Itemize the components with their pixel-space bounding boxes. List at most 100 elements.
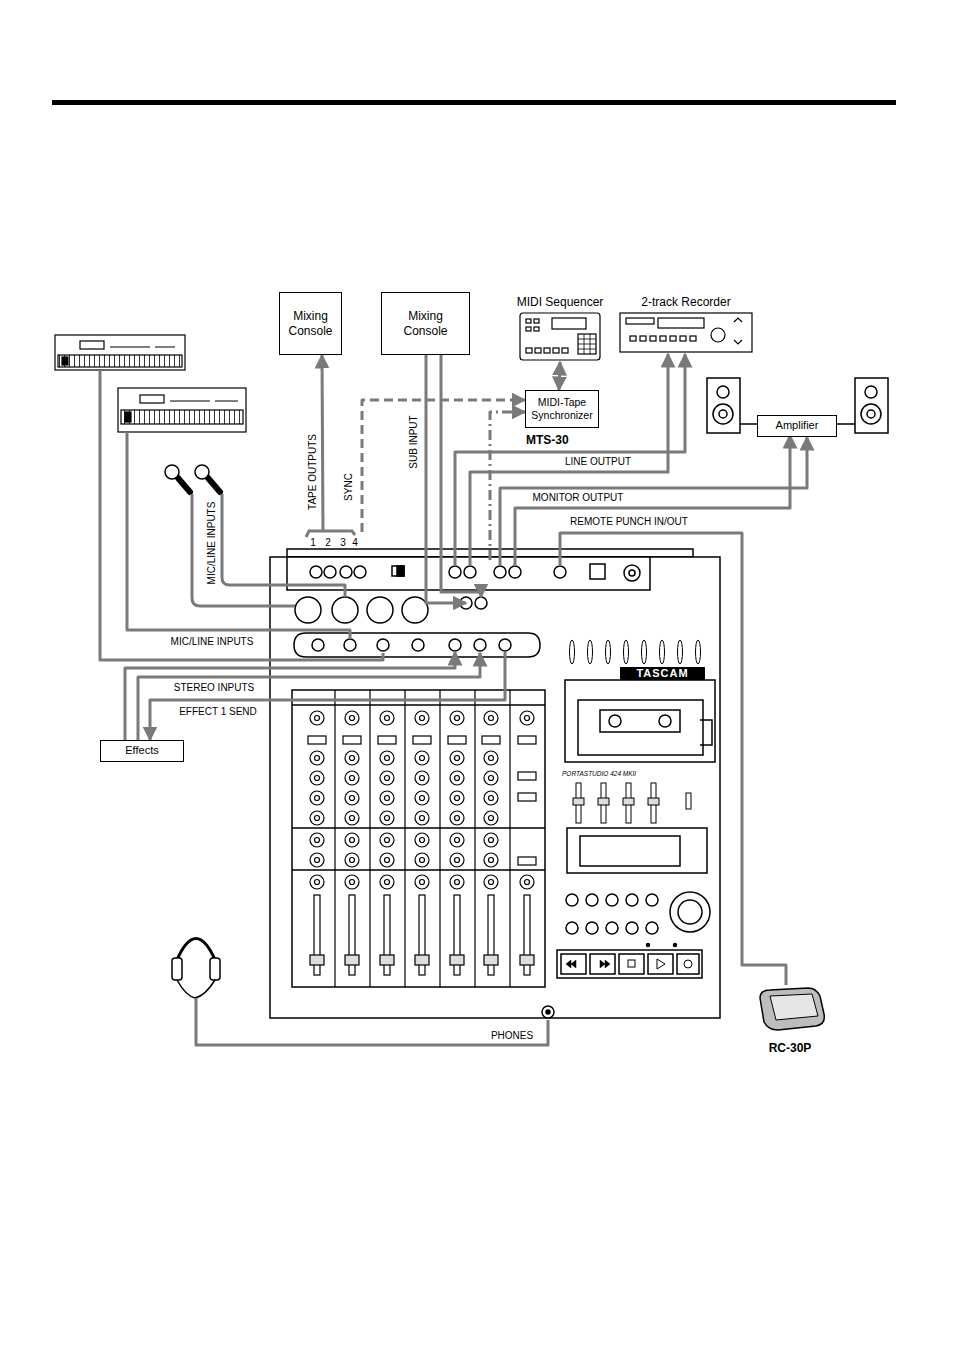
strip-divider — [439, 690, 440, 987]
strip-divider — [369, 690, 370, 987]
knob — [350, 796, 355, 801]
strip-divider — [474, 690, 475, 987]
connector — [322, 355, 323, 532]
portastudio-body — [619, 954, 644, 974]
portastudio-body — [606, 922, 618, 934]
portastudio-body — [566, 960, 610, 968]
knob — [484, 875, 498, 889]
knob — [415, 811, 429, 825]
knob — [350, 858, 355, 863]
portastudio-body — [678, 900, 702, 924]
knob — [415, 771, 429, 785]
connector — [426, 355, 466, 603]
knob — [310, 875, 324, 889]
meter-segment — [624, 640, 629, 664]
portastudio-body — [295, 597, 321, 623]
portastudio-body — [578, 700, 703, 755]
knob — [525, 880, 530, 885]
microphone — [178, 478, 190, 492]
wire — [222, 494, 345, 597]
connector — [560, 533, 786, 985]
headphones — [172, 939, 220, 999]
portastudio-body — [557, 950, 702, 978]
knob — [450, 875, 464, 889]
speaker — [719, 410, 727, 418]
knob — [350, 816, 355, 821]
midi-sequencer-device — [534, 327, 539, 331]
portastudio-body — [464, 566, 476, 578]
box-label: Amplifier — [776, 419, 819, 432]
signal-label: REMOTE PUNCH IN/OUT — [568, 516, 690, 528]
wire — [100, 354, 790, 1045]
meter-segment — [588, 640, 593, 664]
portastudio-body — [332, 597, 358, 623]
knob — [345, 711, 359, 725]
microphone — [165, 465, 220, 492]
keyboard — [118, 388, 246, 432]
synchronizer-box: MIDI-Tape SynchronizerMTS-30 — [525, 390, 599, 428]
wire — [138, 653, 480, 740]
portastudio-body — [628, 960, 635, 967]
keyboard — [118, 388, 246, 432]
knob — [520, 711, 534, 725]
knob — [380, 811, 394, 825]
portastudio-body — [292, 690, 545, 987]
fader-cap — [310, 955, 324, 965]
microphone — [208, 478, 220, 492]
midi-sequencer-device — [526, 348, 532, 353]
knob — [455, 858, 460, 863]
portastudio-body — [402, 597, 428, 623]
wire — [441, 355, 481, 597]
strip-divider — [404, 690, 405, 987]
knob — [350, 880, 355, 885]
recorder-device — [711, 328, 725, 342]
portastudio-body — [554, 566, 566, 578]
portastudio-body — [324, 566, 336, 578]
portastudio-body — [609, 715, 621, 727]
knob — [455, 796, 460, 801]
portastudio-body — [624, 565, 640, 581]
portastudio-body — [412, 639, 424, 651]
knob — [380, 711, 394, 725]
knob — [380, 751, 394, 765]
recorder-device — [660, 336, 666, 341]
tape-output-bracket — [306, 531, 355, 537]
portastudio-body — [292, 705, 545, 870]
switch — [518, 793, 536, 801]
portastudio-body — [580, 836, 680, 866]
box-label: MIDI-Tape Synchronizer — [529, 396, 595, 421]
portastudio-body — [367, 597, 393, 623]
wire — [127, 432, 350, 639]
portastudio-body — [600, 710, 680, 732]
connector — [150, 652, 505, 740]
portastudio-body — [677, 954, 699, 974]
speaker — [861, 404, 881, 424]
keyboard — [58, 355, 182, 367]
midi-sequencer-device — [553, 348, 559, 353]
fader-cap — [450, 955, 464, 965]
microphone — [165, 465, 179, 479]
switch — [518, 736, 536, 744]
portastudio-body — [499, 639, 511, 651]
midi-sequencer-device — [520, 313, 600, 360]
portastudio-body — [377, 639, 389, 651]
knob — [415, 875, 429, 889]
knob — [520, 875, 534, 889]
knob — [380, 875, 394, 889]
midi-sequencer-device — [526, 319, 531, 323]
knob — [450, 853, 464, 867]
keyboard — [140, 395, 164, 403]
switch — [686, 793, 691, 809]
signal-label: STEREO INPUTS — [172, 682, 257, 694]
fader-cap — [380, 955, 394, 965]
keyboard — [62, 357, 68, 365]
fader-cap — [623, 798, 634, 805]
footswitch-device — [760, 988, 824, 1030]
knob — [380, 833, 394, 847]
meter-segment — [660, 640, 665, 664]
jack-number: 2 — [325, 537, 331, 549]
knob — [315, 858, 320, 863]
portastudio-body — [659, 715, 671, 727]
